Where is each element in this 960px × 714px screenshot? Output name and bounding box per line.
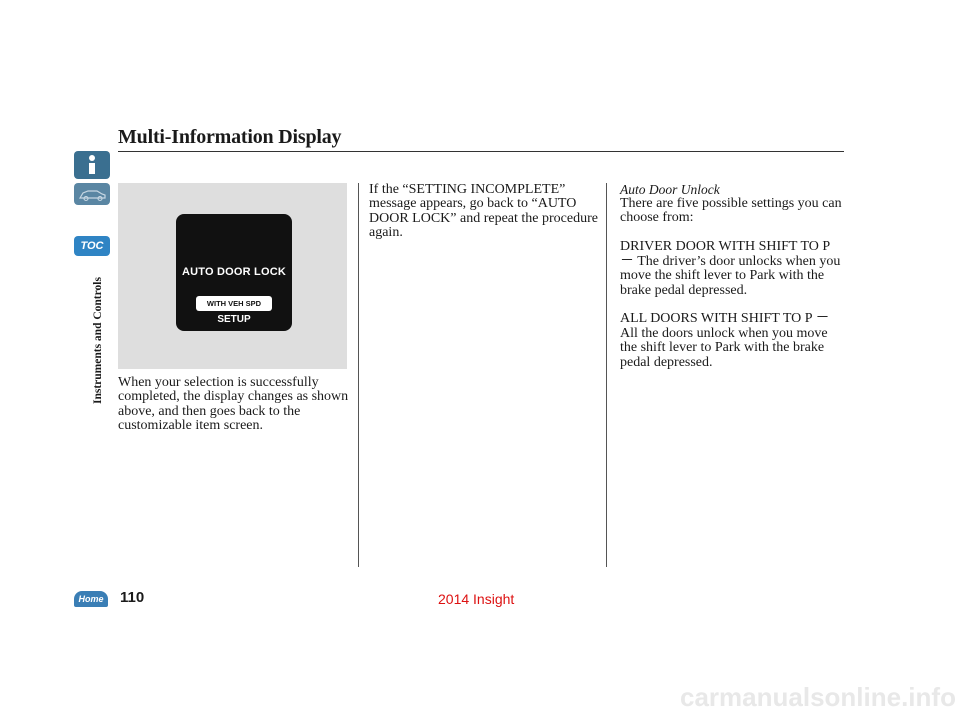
section-side-label: Instruments and Controls bbox=[92, 277, 104, 404]
display-footer: SETUP bbox=[217, 314, 251, 325]
info-button[interactable] bbox=[74, 151, 110, 179]
setting-item-title: ALL DOORS WITH SHIFT TO P － bbox=[620, 311, 830, 327]
col3-section: Auto Door Unlock There are five possible… bbox=[620, 183, 848, 370]
column-divider bbox=[606, 183, 607, 567]
title-divider bbox=[118, 151, 844, 152]
display-heading: AUTO DOOR LOCK bbox=[181, 266, 287, 278]
watermark-title[interactable]: 2014 Insight bbox=[438, 591, 515, 607]
page-title: Multi-Information Display bbox=[118, 126, 342, 148]
intro-text: There are five possible settings you can… bbox=[620, 196, 842, 226]
section-heading: Auto Door Unlock bbox=[620, 182, 720, 197]
setting-item-text: － The driver’s door unlocks when you mov… bbox=[620, 253, 841, 298]
column-divider bbox=[358, 183, 359, 567]
setting-item-text: All the doors unlock when you move the s… bbox=[620, 325, 828, 370]
car-icon bbox=[78, 190, 106, 202]
car-index-button[interactable] bbox=[74, 183, 110, 205]
home-button[interactable]: Home bbox=[74, 591, 108, 607]
toc-button[interactable]: TOC bbox=[74, 236, 110, 256]
watermark-site: carmanualsonline.info bbox=[680, 682, 956, 712]
setting-item-title: DRIVER DOOR WITH SHIFT TO P bbox=[620, 239, 831, 255]
page-number: 110 bbox=[120, 589, 145, 606]
col1-paragraph: When your selection is successfully comp… bbox=[118, 375, 349, 434]
info-icon bbox=[89, 155, 95, 174]
multi-info-display-screen: AUTO DOOR LOCK WITH VEH SPD SETUP bbox=[176, 214, 292, 331]
display-option: WITH VEH SPD bbox=[196, 296, 272, 311]
col2-paragraph: If the “SETTING INCOMPLETE” message appe… bbox=[369, 182, 598, 241]
